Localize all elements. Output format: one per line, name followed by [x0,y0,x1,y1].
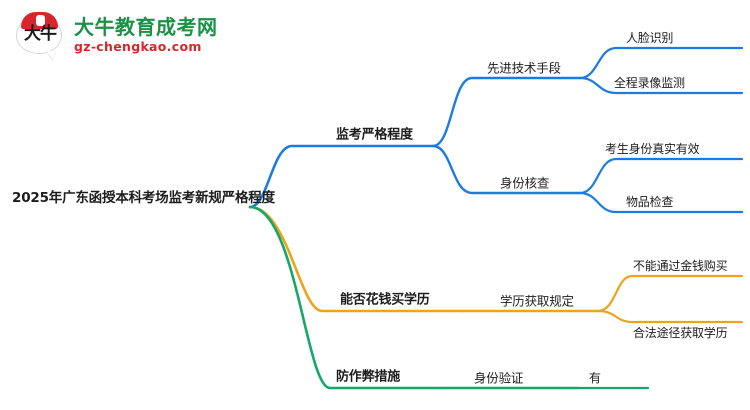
node-degree-rules[interactable]: 学历获取规定 [500,293,574,309]
site-logo: 大牛 大牛教育成考网 gz-chengkao.com [14,8,244,62]
logo-textblock: 大牛教育成考网 gz-chengkao.com [74,15,218,55]
logo-mark-text: 大牛 [24,24,57,44]
edge-rules-to-legal [596,309,744,324]
node-cannot-buy[interactable]: 不能通过金钱购买 [633,258,728,273]
edge-blue-l1-to-tech [431,76,582,148]
logo-title: 大牛教育成考网 [74,15,218,39]
node-identity-check[interactable]: 身份核查 [500,175,550,191]
edge-identity-to-valid [578,157,744,195]
node-root[interactable]: 2025年广东函授本科考场监考新规严格程度 [12,190,275,207]
logo-domain: gz-chengkao.com [74,39,202,54]
node-identity-verification[interactable]: 身份验证 [474,370,524,386]
node-advanced-tech[interactable]: 先进技术手段 [487,60,561,76]
node-face-recognition[interactable]: 人脸识别 [626,30,674,45]
node-legal-channel[interactable]: 合法途径获取学历 [633,325,728,340]
logo-arc-notch-icon [36,15,45,26]
node-item-inspection[interactable]: 物品检查 [626,194,674,209]
edge-rules-to-nomoney [596,274,744,313]
node-orange-level1[interactable]: 能否花钱买学历 [340,292,430,308]
node-blue-level1[interactable]: 监考严格程度 [336,127,413,143]
edge-tech-to-face [578,46,744,80]
node-identity-valid[interactable]: 考生身份真实有效 [605,141,700,156]
node-video-monitoring[interactable]: 全程录像监测 [614,75,685,90]
logo-red-arc-icon [21,12,58,29]
logo-bull-icon: 大牛 [14,11,66,59]
node-green-level1[interactable]: 防作弊措施 [336,369,401,385]
edge-root-to-blue [248,144,435,209]
node-has-measures[interactable]: 有 [589,370,601,385]
